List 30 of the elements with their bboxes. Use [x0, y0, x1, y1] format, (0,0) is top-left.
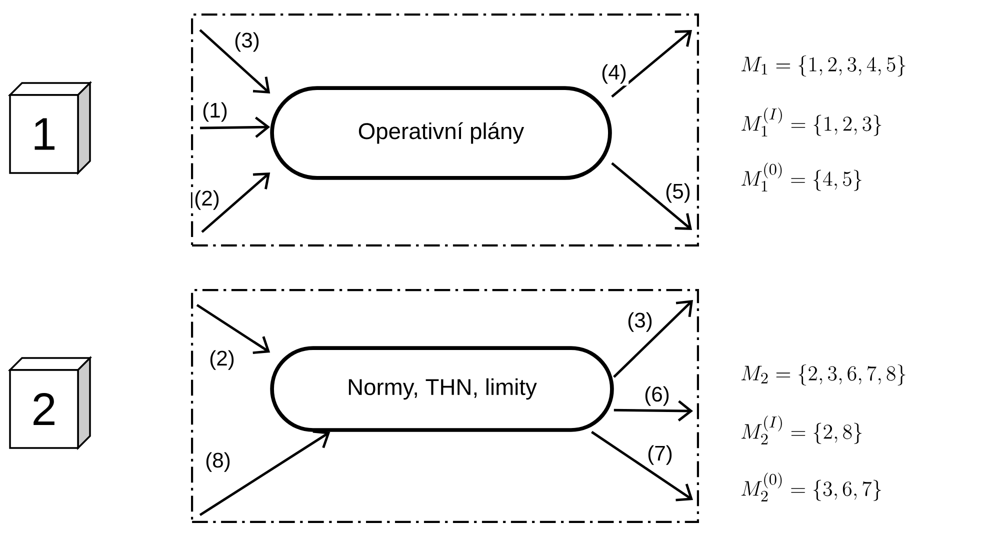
- arrow: [199, 430, 330, 516]
- dash-dot-frame: [191, 13, 700, 247]
- set-formula: $M_{1}^{(0)} = \{4,5\}$: [741, 162, 862, 192]
- edge-label: (2): [207, 348, 237, 372]
- arrow: [611, 30, 692, 98]
- arrow: [199, 29, 270, 94]
- edge-label: (7): [645, 443, 675, 467]
- edge-label: (2): [192, 188, 222, 212]
- edge-label: (4): [599, 62, 629, 86]
- edge-label: (3): [232, 30, 262, 54]
- arrow: [591, 430, 693, 502]
- rounded-box: Operativní plány: [270, 86, 612, 180]
- set-formula: $M_{2}^{(0)} = \{3,6,7\}$: [741, 472, 881, 502]
- edge-label: (5): [663, 181, 693, 205]
- set-formula: $M_{2}^{(I)} = \{2,8\}$: [741, 416, 862, 444]
- edge-label: (1): [200, 100, 230, 124]
- arrow: [611, 162, 692, 230]
- edge-label: (8): [203, 450, 233, 474]
- edge-label: (6): [642, 384, 672, 408]
- arrow: [614, 400, 694, 422]
- edge-label: (3): [625, 310, 655, 334]
- arrow: [196, 304, 270, 354]
- arrow: [201, 172, 270, 233]
- dash-dot-frame: [191, 288, 700, 524]
- set-formula: $M_{2} = \{2,3,6,7,8\}$: [741, 364, 906, 386]
- set-formula: $M_{1} = \{1,2,3,4,5\}$: [741, 55, 906, 77]
- arrow: [613, 300, 694, 378]
- arrow: [200, 116, 270, 138]
- set-formula: $M_{1}^{(I)} = \{1,2,3\}$: [741, 108, 882, 136]
- rounded-box: Normy, THN, limity: [270, 346, 614, 432]
